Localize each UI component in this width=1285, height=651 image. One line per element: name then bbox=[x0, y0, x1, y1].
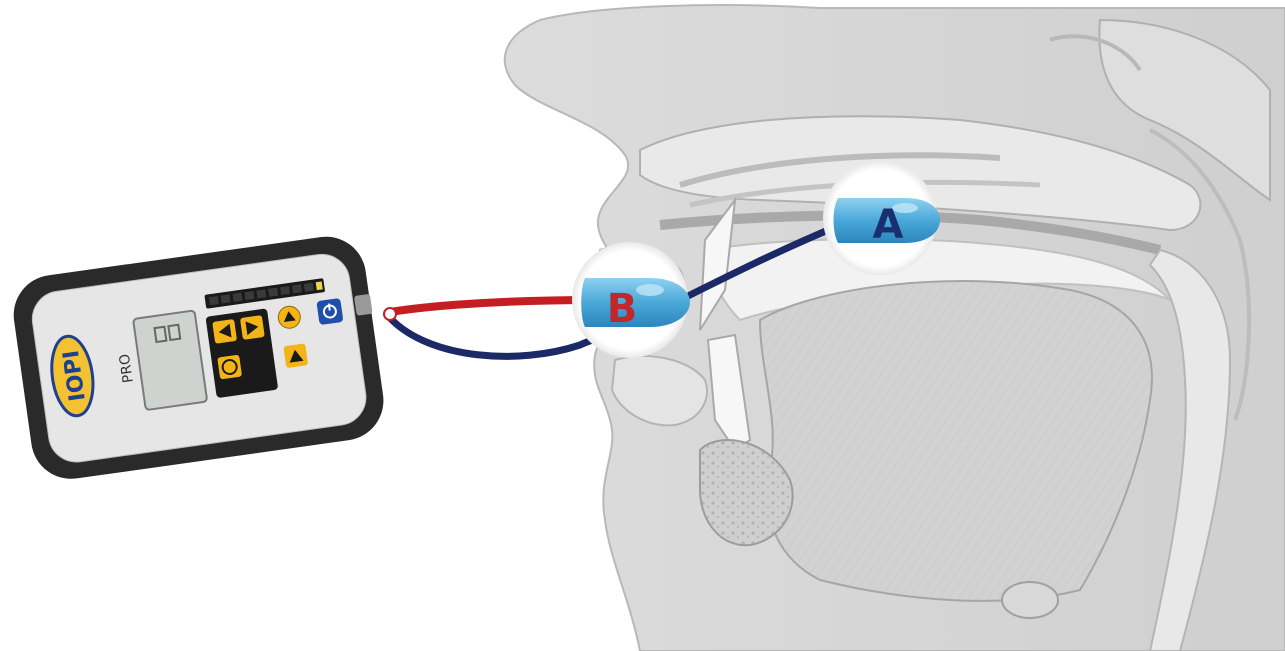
bulb-a-label: A bbox=[873, 202, 904, 248]
tube-port bbox=[354, 294, 373, 316]
bulb-b-label: B bbox=[607, 286, 638, 332]
power-button[interactable] bbox=[316, 298, 343, 325]
iopi-pro-device: IOPI PRO bbox=[9, 231, 390, 484]
hyoid-bone bbox=[1002, 582, 1058, 618]
right-arrow-button[interactable] bbox=[240, 315, 265, 340]
target-button[interactable] bbox=[217, 355, 242, 380]
left-arrow-button[interactable] bbox=[212, 319, 237, 344]
tube-connector bbox=[384, 308, 396, 320]
red-tube bbox=[390, 300, 595, 312]
up-arrow-button[interactable] bbox=[283, 343, 308, 368]
